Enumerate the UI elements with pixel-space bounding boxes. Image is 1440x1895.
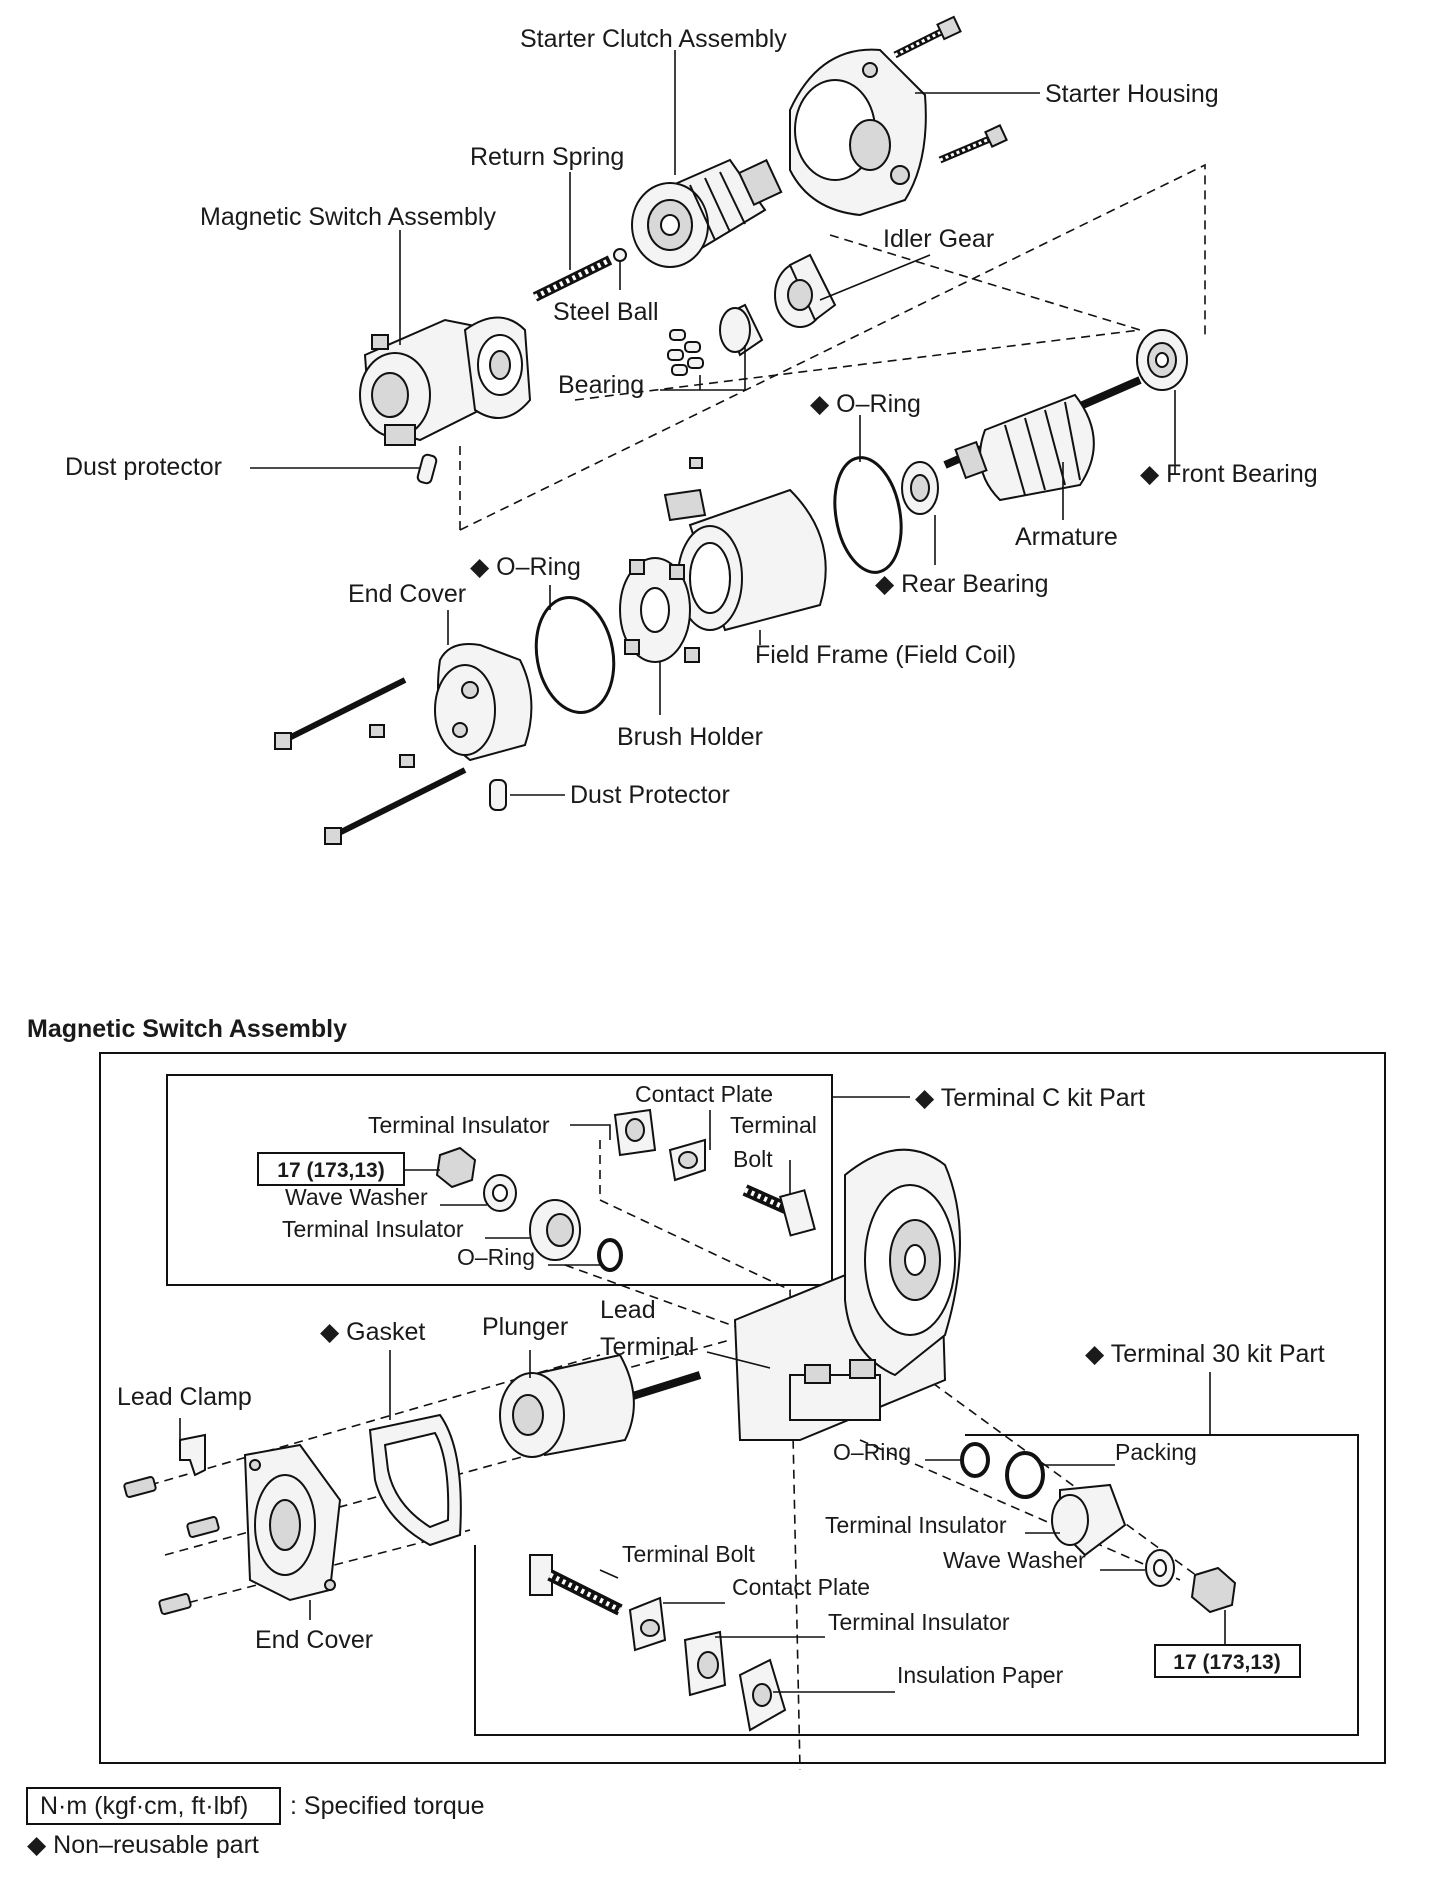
legend: N·m (kgf·cm, ft·lbf) : Specified torque … xyxy=(26,1787,485,1859)
label-o-ring-c: O–Ring xyxy=(457,1244,535,1270)
label-bearing: Bearing xyxy=(558,371,644,399)
label-return-spring: Return Spring xyxy=(470,143,624,171)
return-spring-part xyxy=(532,255,613,302)
label-terminal-insulator-c: Terminal Insulator xyxy=(282,1216,464,1242)
field-frame-part xyxy=(663,488,827,632)
label-wave-washer-30: Wave Washer xyxy=(943,1547,1086,1573)
label-plunger: Plunger xyxy=(482,1313,568,1341)
label-terminal-bolt-30: Terminal Bolt xyxy=(622,1541,756,1567)
detail-title: Magnetic Switch Assembly xyxy=(27,1015,347,1043)
label-end-cover-detail: End Cover xyxy=(255,1626,373,1654)
through-bolts-part xyxy=(274,677,467,845)
o-ring-upper-part xyxy=(833,456,903,574)
terminal-30-parts xyxy=(529,1442,1237,1732)
label-o-ring-30: O–Ring xyxy=(833,1439,911,1465)
lead-clamp-part xyxy=(123,1433,220,1615)
label-gasket: ◆ Gasket xyxy=(320,1318,425,1346)
label-rear-bearing: ◆ Rear Bearing xyxy=(875,570,1048,598)
leader-lines-top xyxy=(250,50,1176,796)
o-ring-lower-part xyxy=(534,596,616,714)
armature-part xyxy=(943,376,1142,502)
label-terminal-30-kit: ◆ Terminal 30 kit Part xyxy=(1085,1340,1325,1368)
steel-ball-part xyxy=(613,248,627,262)
label-terminal: Terminal xyxy=(730,1112,817,1138)
torque-value-c: 17 (173,13) xyxy=(277,1159,384,1182)
label-field-frame: Field Frame (Field Coil) xyxy=(755,641,1016,669)
label-bolt: Bolt xyxy=(733,1146,773,1172)
label-idler-gear: Idler Gear xyxy=(883,225,994,253)
terminal-c-parts xyxy=(435,1108,816,1272)
label-terminal-insulator-top: Terminal Insulator xyxy=(368,1112,550,1138)
torque-box-30 xyxy=(1154,1644,1301,1678)
idler-gear-part xyxy=(774,253,837,328)
terminal-c-kit-box xyxy=(166,1074,833,1286)
label-terminal-insulator-30-upper: Terminal Insulator xyxy=(825,1512,1007,1538)
label-brush-holder: Brush Holder xyxy=(617,723,763,751)
legend-torque-unit: N·m (kgf·cm, ft·lbf) xyxy=(40,1792,248,1820)
end-cover-detail-part xyxy=(243,1443,342,1602)
label-starter-housing: Starter Housing xyxy=(1045,80,1219,108)
labels-top: Starter Clutch Assembly Starter Housing … xyxy=(65,25,1318,809)
front-bearing-part xyxy=(1136,329,1188,391)
housing-bolt-upper xyxy=(893,15,962,59)
small-nut-part xyxy=(689,457,703,469)
detail-outer-frame xyxy=(99,1052,1386,1764)
label-dust-protector-upper: Dust protector xyxy=(65,453,222,481)
switch-body-part xyxy=(733,1148,961,1441)
magnetic-switch-part xyxy=(359,316,532,446)
label-armature: Armature xyxy=(1015,523,1118,551)
label-contact-plate-30: Contact Plate xyxy=(732,1574,870,1600)
label-terminal-c-kit: ◆ Terminal C kit Part xyxy=(915,1084,1145,1112)
label-steel-ball: Steel Ball xyxy=(553,298,659,326)
brush-holder-part xyxy=(619,557,700,663)
label-packing: Packing xyxy=(1115,1439,1197,1465)
dust-protector-lower-part xyxy=(489,779,507,811)
legend-non-reusable: ◆ Non–reusable part xyxy=(27,1831,259,1859)
starter-clutch-part xyxy=(631,158,783,268)
label-starter-clutch-assembly: Starter Clutch Assembly xyxy=(520,25,787,53)
label-end-cover-top: End Cover xyxy=(348,580,466,608)
label-o-ring-lower: ◆ O–Ring xyxy=(470,553,581,581)
legend-torque-box xyxy=(26,1787,281,1825)
label-o-ring-upper: ◆ O–Ring xyxy=(810,390,921,418)
plunger-part xyxy=(499,1353,702,1458)
housing-bolt-lower xyxy=(938,124,1008,164)
label-lead: Lead xyxy=(600,1296,656,1324)
label-contact-plate-c: Contact Plate xyxy=(635,1081,773,1107)
label-terminal-insulator-30-lower: Terminal Insulator xyxy=(828,1609,1010,1635)
legend-torque-desc: : Specified torque xyxy=(290,1792,485,1820)
label-dust-protector-lower: Dust Protector xyxy=(570,781,730,809)
starter-housing-part xyxy=(789,48,927,217)
label-lead-clamp: Lead Clamp xyxy=(117,1383,252,1411)
label-front-bearing: ◆ Front Bearing xyxy=(1140,460,1318,488)
dust-protector-upper-part xyxy=(416,453,438,485)
label-magnetic-switch-assembly: Magnetic Switch Assembly xyxy=(200,203,496,231)
end-cover-top-part xyxy=(434,643,533,762)
torque-box-c xyxy=(257,1152,405,1186)
leader-lines-detail xyxy=(179,1096,1226,1693)
gasket-inner xyxy=(383,1431,450,1529)
labels-detail: ◆ Terminal C kit Part Contact Plate Term… xyxy=(117,1081,1325,1688)
label-terminal-lead: Terminal xyxy=(600,1333,694,1361)
torque-value-30: 17 (173,13) xyxy=(1173,1651,1280,1674)
assembly-guide-lines xyxy=(459,163,1206,531)
label-insulation-paper: Insulation Paper xyxy=(897,1662,1064,1688)
rear-bearing-part xyxy=(901,461,939,515)
terminal-30-kit-box xyxy=(474,1434,1359,1736)
label-wave-washer-c: Wave Washer xyxy=(285,1184,428,1210)
bearing-part xyxy=(667,303,764,376)
